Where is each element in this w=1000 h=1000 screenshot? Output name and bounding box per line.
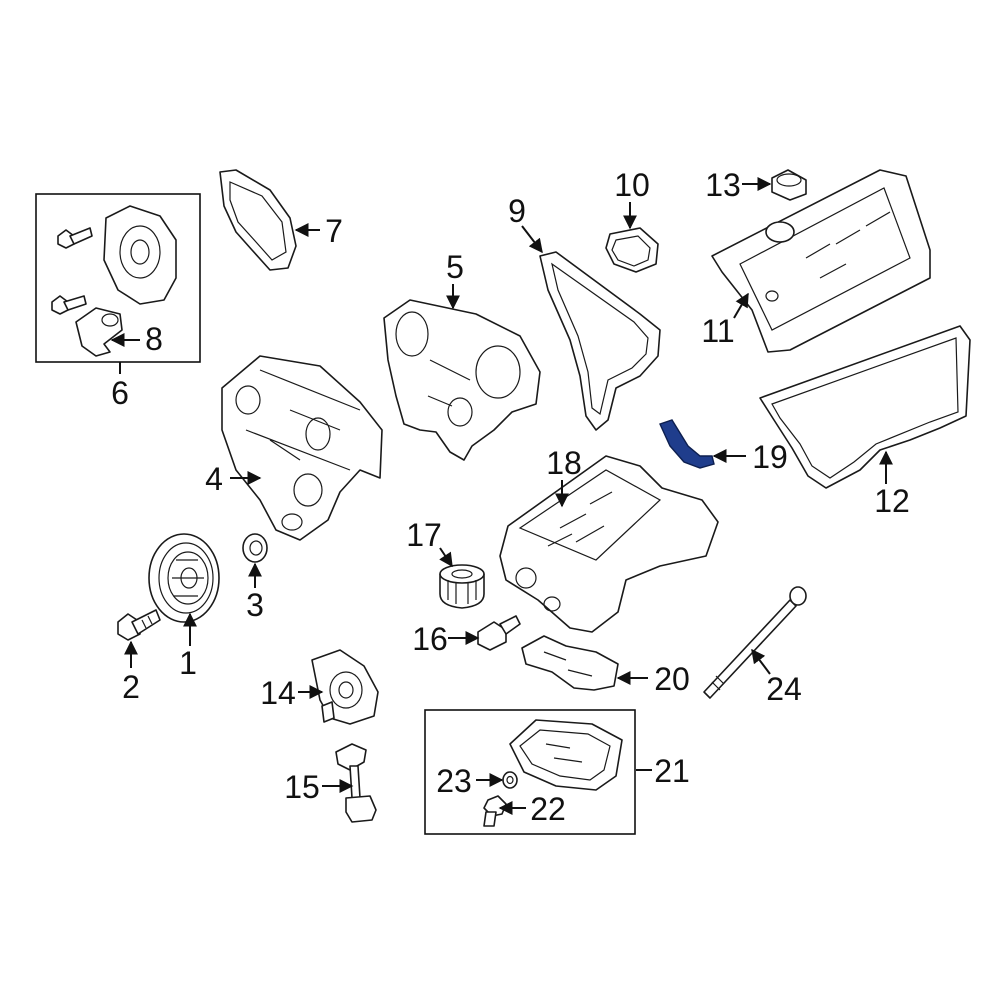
callout-11: 11 xyxy=(701,313,734,349)
crankshaft-pulley-part[interactable] xyxy=(148,533,220,623)
cover-gasket-part[interactable] xyxy=(219,169,297,271)
pulley-bolt-part[interactable] xyxy=(117,609,161,641)
oil-filler-cap-part[interactable] xyxy=(771,169,807,201)
group-box-21 xyxy=(424,709,636,835)
oil-filter-part[interactable] xyxy=(439,564,485,609)
callout-labels: 1 2 3 4 5 6 7 8 9 10 11 12 13 14 15 16 1… xyxy=(111,167,910,827)
upper-oil-pan-part[interactable] xyxy=(499,455,719,633)
callout-3: 3 xyxy=(246,587,264,623)
callout-16: 16 xyxy=(412,621,448,657)
callout-1: 1 xyxy=(179,645,197,681)
leader-24 xyxy=(751,648,771,675)
chain-tensioner-seal-part[interactable] xyxy=(605,227,659,273)
callout-8: 8 xyxy=(145,321,163,357)
callout-21: 21 xyxy=(654,753,690,789)
callout-19: 19 xyxy=(752,439,788,475)
callout-15: 15 xyxy=(284,769,320,805)
callout-20: 20 xyxy=(654,661,690,697)
callout-10: 10 xyxy=(614,167,650,203)
callout-14: 14 xyxy=(260,675,296,711)
oil-pump-part[interactable] xyxy=(311,649,379,725)
water-pump-part[interactable] xyxy=(51,205,177,315)
timing-chain-part[interactable] xyxy=(539,251,661,431)
callout-22: 22 xyxy=(530,791,566,827)
leader-11 xyxy=(733,292,749,319)
callout-9: 9 xyxy=(508,193,526,229)
leader-9 xyxy=(521,225,543,254)
baffle-plate-part[interactable] xyxy=(521,635,619,691)
front-seal-part[interactable] xyxy=(242,533,268,563)
callout-23: 23 xyxy=(436,763,472,799)
group-box-6 xyxy=(35,193,201,363)
leader-lines xyxy=(110,177,893,815)
callout-13: 13 xyxy=(705,167,741,203)
oil-pan-seal-part[interactable] xyxy=(659,419,715,469)
valve-cover-part[interactable] xyxy=(711,169,931,353)
dipstick-part[interactable] xyxy=(703,586,807,699)
drain-plug-washer-part[interactable] xyxy=(502,771,518,789)
oil-pressure-sensor-part[interactable] xyxy=(477,615,521,651)
lower-oil-pan-part[interactable] xyxy=(509,719,623,791)
callout-7: 7 xyxy=(325,213,343,249)
callout-12: 12 xyxy=(874,483,910,519)
leader-17 xyxy=(439,547,453,568)
callout-24: 24 xyxy=(766,671,802,707)
callout-18: 18 xyxy=(546,445,582,481)
callout-6: 6 xyxy=(111,375,129,411)
thermostat-housing-part[interactable] xyxy=(75,307,123,357)
callout-4: 4 xyxy=(205,461,223,497)
oil-strainer-part[interactable] xyxy=(335,743,377,823)
timing-chain-case-part[interactable] xyxy=(221,355,383,541)
callout-5: 5 xyxy=(446,249,464,285)
callout-2: 2 xyxy=(122,669,140,705)
valve-cover-gasket-part[interactable] xyxy=(759,325,971,489)
drain-plug-part[interactable] xyxy=(483,795,507,827)
callout-17: 17 xyxy=(406,517,442,553)
front-cover-part[interactable] xyxy=(383,299,541,461)
